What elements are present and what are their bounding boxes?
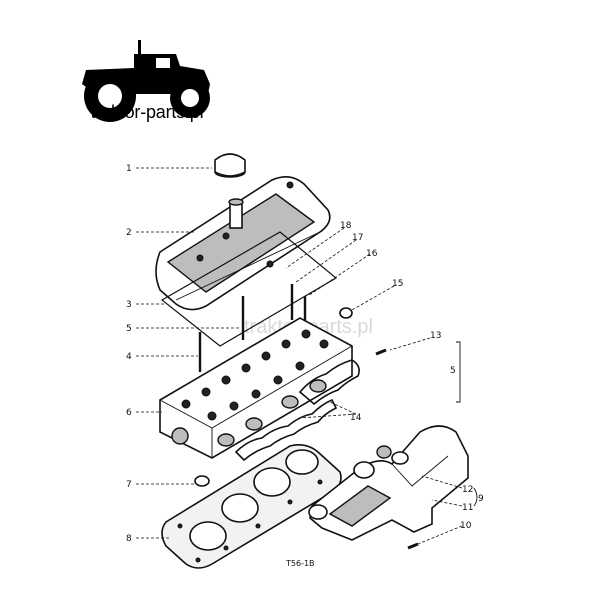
manifold-gaskets bbox=[234, 359, 360, 462]
cover-gasket bbox=[160, 231, 338, 347]
callout-16: 16 bbox=[366, 249, 378, 259]
cylinder-head-studs bbox=[198, 284, 307, 372]
callout-3: 3 bbox=[126, 300, 132, 310]
callout-5: 5 bbox=[126, 324, 132, 334]
callout-1: 1 bbox=[126, 164, 132, 174]
callout-2: 2 bbox=[126, 228, 132, 238]
cylinder-head bbox=[159, 317, 353, 459]
tractor-icon bbox=[82, 40, 210, 122]
callout-6: 6 bbox=[126, 408, 132, 418]
callout-7: 7 bbox=[126, 480, 132, 490]
callout-4: 4 bbox=[126, 352, 132, 362]
callout-15: 15 bbox=[392, 279, 403, 289]
callout-14: 14 bbox=[350, 413, 362, 423]
callout-18: 18 bbox=[340, 221, 352, 231]
logo-text: traktor-parts.pl bbox=[90, 102, 204, 122]
oil-filler-cap bbox=[214, 153, 246, 178]
tractor-logo bbox=[82, 40, 210, 122]
side-mark: 5 bbox=[450, 366, 456, 376]
sealing-ring bbox=[339, 307, 353, 319]
figure-code: T56-1B bbox=[285, 559, 315, 568]
callout-10: 10 bbox=[460, 521, 472, 531]
manifold-stud-lower bbox=[407, 542, 419, 550]
rocker-cover bbox=[155, 176, 331, 311]
callout-12: 12 bbox=[462, 485, 473, 495]
leader-lines bbox=[136, 167, 478, 545]
callout-11: 11 bbox=[462, 503, 473, 513]
manifold-stud-upper bbox=[375, 348, 387, 356]
callout-13: 13 bbox=[430, 331, 441, 341]
exhaust-manifold bbox=[308, 425, 469, 541]
callout-17: 17 bbox=[352, 233, 363, 243]
head-gasket bbox=[161, 444, 342, 569]
callout-8: 8 bbox=[126, 534, 132, 544]
washer bbox=[194, 475, 210, 487]
callout-labels: 1 2 3 5 4 6 7 8 18 17 16 15 13 14 12 9 1… bbox=[126, 164, 484, 544]
callout-9: 9 bbox=[478, 494, 484, 504]
